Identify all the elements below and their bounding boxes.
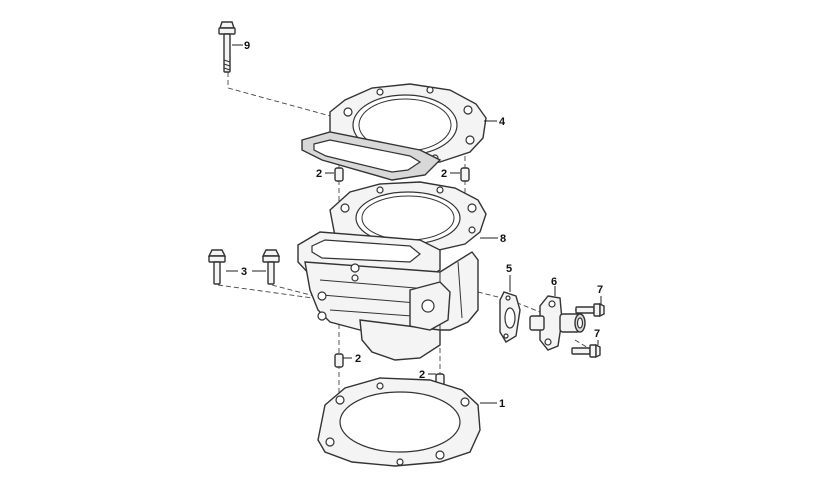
- callout-leaders: [226, 44, 602, 404]
- callout-3: 3: [241, 266, 247, 278]
- callout-2-lower-right: 2: [419, 369, 425, 381]
- head-gasket-4: [301, 83, 487, 181]
- callout-2-upper-left: 2: [316, 168, 322, 180]
- callout-6: 6: [551, 276, 557, 288]
- tensioner-gasket-5: [499, 291, 521, 343]
- callout-7-upper: 7: [597, 284, 603, 296]
- callout-9: 9: [244, 40, 250, 52]
- chain-tensioner-6: [529, 295, 586, 351]
- cylinder-bolts-3: [207, 249, 281, 285]
- callout-labels: 9 4 2 2 8 3 5 6 7 7 2 2 1: [241, 40, 603, 410]
- callout-4: 4: [499, 116, 506, 128]
- cylinder-block-8: [297, 181, 487, 361]
- callout-2-upper-right: 2: [441, 168, 447, 180]
- callout-7-lower: 7: [594, 328, 600, 340]
- tensioner-bolts-7: [571, 302, 605, 359]
- callout-2-lower-left: 2: [355, 353, 361, 365]
- callout-8: 8: [500, 233, 506, 245]
- head-bolt-9: [218, 21, 236, 73]
- callout-1: 1: [499, 398, 505, 410]
- base-gasket-1: [317, 377, 481, 467]
- callout-5: 5: [506, 263, 512, 275]
